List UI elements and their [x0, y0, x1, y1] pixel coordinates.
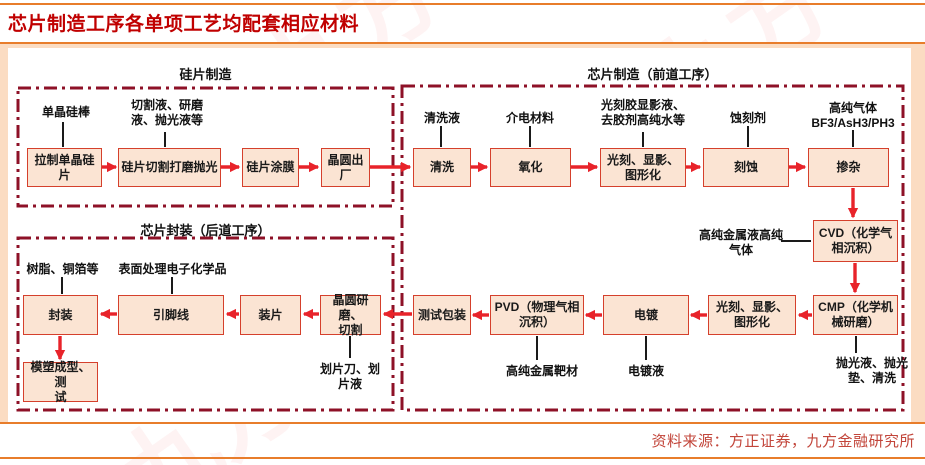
material-label-metal-target: 高纯金属靶材 [505, 364, 578, 378]
material-connectors [61, 122, 857, 360]
flow-arrows [54, 161, 861, 361]
process-box-cut-polish: 硅片切割打磨抛光 [118, 148, 221, 187]
process-box-etch: 刻蚀 [703, 148, 789, 187]
process-box-mount: 装片 [240, 295, 301, 335]
section-title-backend: 芯片封装（后道工序） [140, 223, 271, 238]
process-box-cvd: CVD（化学气 相沉积） [813, 220, 898, 262]
process-box-pull-crystal: 拉制单晶硅片 [27, 148, 102, 187]
material-label-photoresist: 光刻胶显影液、 去胶剂高纯水等 [600, 98, 685, 127]
section-title-frontend: 芯片制造（前道工序） [587, 67, 718, 82]
process-box-litho-top: 光刻、显影、 图形化 [600, 148, 686, 187]
footer-rule-bottom [0, 457, 925, 459]
material-label-pure-gas: 高纯气体 BF3/AsH3/PH3 [811, 101, 895, 130]
process-box-test-pack: 测试包装 [413, 295, 471, 335]
material-label-cleaning-fluid: 清洗液 [423, 111, 460, 125]
material-label-polish-pad: 抛光液、抛光 垫、清洗 [835, 356, 908, 385]
process-box-grind-dice: 晶圆研磨、 切割 [320, 293, 381, 337]
section-title-silicon: 硅片制造 [179, 67, 232, 82]
material-label-resin-foil: 树脂、铜箔等 [26, 262, 99, 276]
process-box-wafer-ship: 晶圆出厂 [321, 148, 370, 187]
frame-backend [16, 236, 395, 412]
material-label-dielectric: 介电材料 [505, 111, 554, 125]
frame-silicon [16, 86, 395, 208]
footer-rule-top [0, 422, 925, 424]
process-box-oxidize: 氧化 [490, 148, 571, 187]
process-box-dope: 掺杂 [808, 148, 889, 187]
title-underline-rule [0, 42, 925, 44]
source-note: 资料来源：方正证券，九方金融研究所 [651, 433, 915, 450]
process-box-litho-bottom: 光刻、显影、 图形化 [708, 295, 796, 335]
material-label-cutting-fluids: 切割液、研磨 液、抛光液等 [130, 98, 203, 127]
page-title: 芯片制造工序各单项工艺均配套相应材料 [8, 14, 360, 35]
process-box-cmp: CMP（化学机 械研磨） [813, 295, 898, 335]
material-label-etchant: 蚀刻剂 [729, 111, 766, 125]
process-box-package: 封装 [23, 295, 98, 335]
process-box-mold-test: 模塑成型、测 试 [23, 360, 98, 404]
material-label-surface-chemical: 表面处理电子化学品 [118, 262, 227, 276]
process-box-clean: 清洗 [413, 148, 471, 187]
material-label-dicing-blade: 划片刀、划 片液 [319, 362, 380, 391]
material-label-plating-fluid: 电镀液 [627, 364, 664, 378]
process-box-plating: 电镀 [603, 295, 689, 335]
top-rule [0, 3, 925, 5]
diagram-panel [8, 48, 911, 422]
process-box-pvd: PVD（物理气相 沉积） [490, 295, 584, 335]
process-box-wafer-coat: 硅片涂膜 [242, 148, 299, 187]
frame-frontend [400, 84, 905, 412]
material-label-silicon-rod: 单晶硅棒 [41, 105, 90, 119]
process-box-lead-wire: 引脚线 [118, 295, 224, 335]
material-label-metal-fluid: 高纯金属液高纯 气体 [698, 228, 783, 257]
